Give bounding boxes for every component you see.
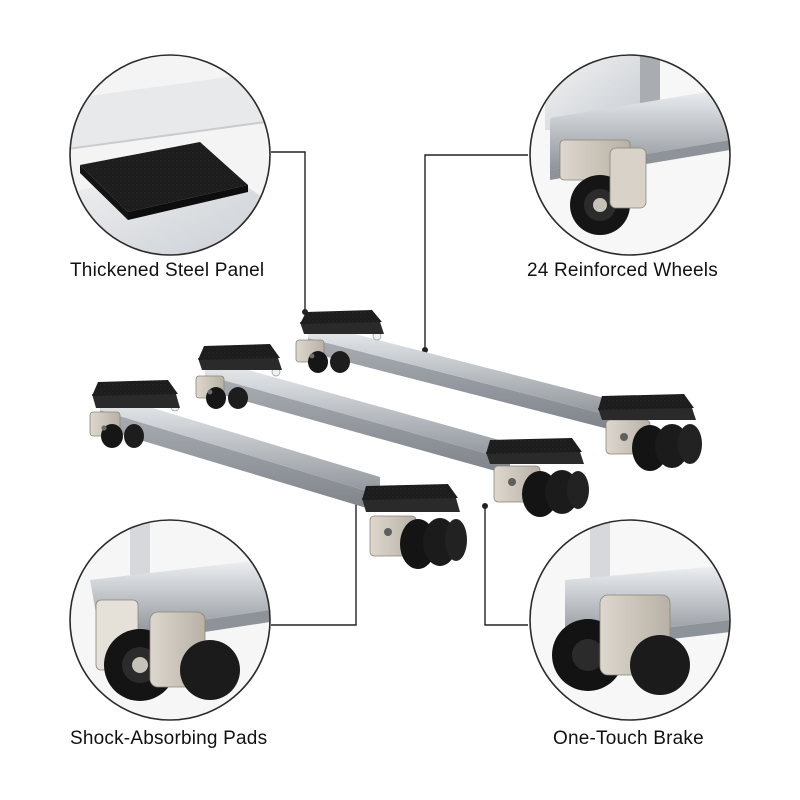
callout-line-bottom-right bbox=[484, 506, 528, 626]
detail-circle-brake bbox=[529, 519, 731, 721]
detail-circle-steel-panel bbox=[69, 54, 271, 256]
bar-back-right-caster bbox=[605, 419, 702, 471]
callout-label-brake: One-Touch Brake bbox=[553, 728, 704, 749]
callout-label-shock-pads: Shock-Absorbing Pads bbox=[70, 728, 268, 749]
bar-middle-left-caster bbox=[195, 375, 248, 409]
bar-back-right-pad bbox=[598, 394, 696, 420]
bar-front-right-caster bbox=[369, 515, 467, 569]
bar-middle-left-pad bbox=[198, 344, 282, 370]
bar-front-left-pad bbox=[92, 380, 180, 408]
callout-line-bottom-left bbox=[271, 497, 357, 626]
detail-circle-wheels bbox=[529, 54, 731, 256]
bar-back-left-pad bbox=[300, 310, 384, 334]
bar-middle-right-pad bbox=[486, 438, 584, 464]
callout-label-steel-panel: Thickened Steel Panel bbox=[70, 260, 265, 281]
callout-dot-top-right bbox=[422, 347, 428, 353]
bar-front bbox=[89, 380, 467, 569]
bar-middle-right-caster bbox=[493, 465, 589, 517]
bar-front-right-pad bbox=[362, 484, 460, 512]
bar-back-left-caster bbox=[295, 339, 350, 373]
bar-middle bbox=[195, 344, 589, 517]
detail-circle-shock-pads bbox=[69, 519, 271, 721]
callout-dot-bottom-right bbox=[482, 503, 488, 509]
callout-label-wheels: 24 Reinforced Wheels bbox=[527, 260, 718, 281]
callout-lines bbox=[271, 151, 528, 626]
bar-back bbox=[295, 310, 702, 471]
dolly-bars bbox=[89, 310, 702, 569]
bar-front-left-caster bbox=[89, 411, 144, 448]
callout-line-top-right bbox=[424, 154, 528, 350]
callout-line-top-left bbox=[271, 151, 306, 312]
